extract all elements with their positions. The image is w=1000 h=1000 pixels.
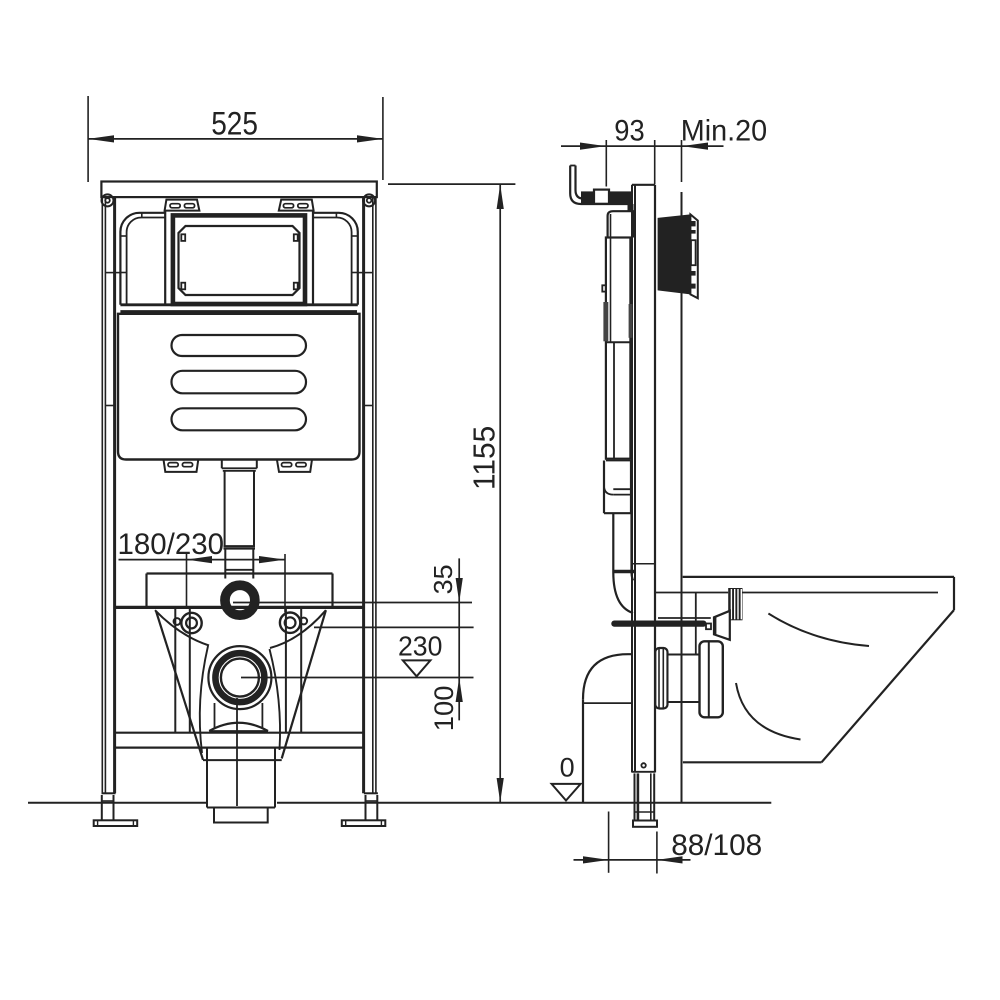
svg-text:35: 35	[428, 564, 458, 594]
svg-text:180/230: 180/230	[118, 528, 225, 561]
svg-text:1155: 1155	[467, 426, 502, 490]
svg-text:88/108: 88/108	[671, 829, 762, 862]
svg-text:230: 230	[398, 631, 442, 662]
svg-text:100: 100	[429, 686, 459, 732]
svg-text:Min.20: Min.20	[681, 114, 767, 147]
svg-text:525: 525	[211, 106, 258, 142]
svg-text:93: 93	[614, 114, 644, 147]
svg-text:0: 0	[560, 752, 575, 782]
